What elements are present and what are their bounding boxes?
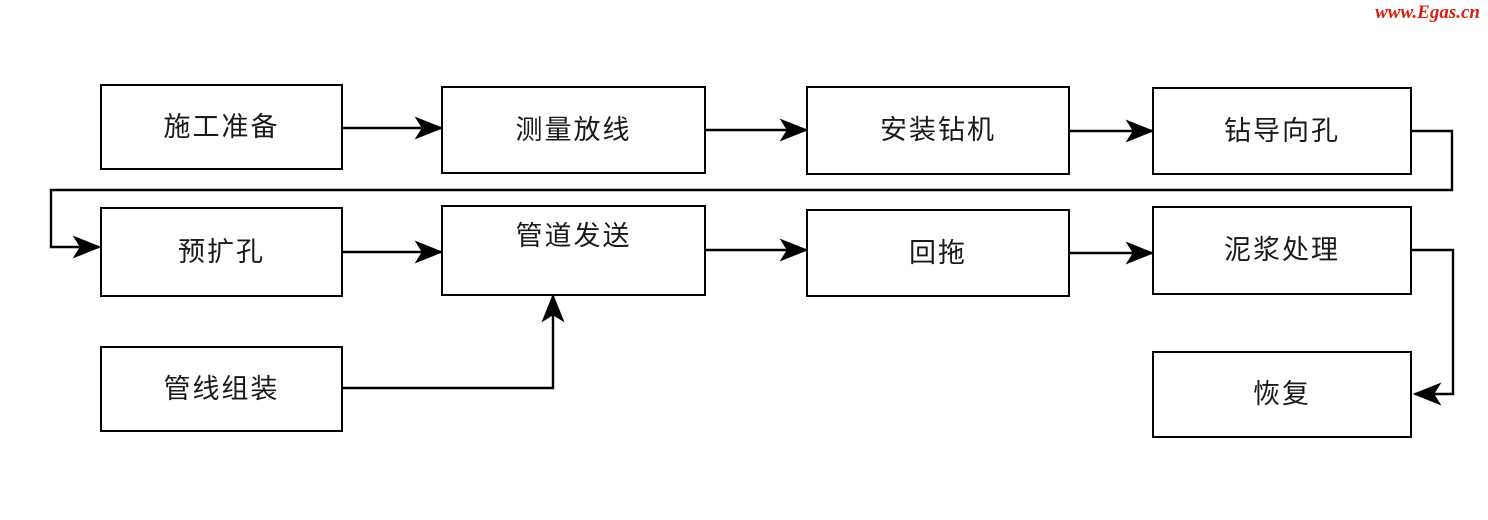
watermark-text: www.Egas.cn [1375,2,1480,23]
node-label-guandao-fasong: 管道发送 [515,221,632,251]
node-label-anzhuang-zuanji: 安装钻机 [880,115,996,145]
node-nijiang-chuli[interactable]: 泥浆处理 [1152,206,1412,295]
node-label-yu-kuo-kong: 预扩孔 [178,236,265,267]
node-label-hui-fu: 恢复 [1253,379,1311,409]
node-hui-fu[interactable]: 恢复 [1152,351,1412,438]
node-hui-tuo[interactable]: 回拖 [806,209,1070,297]
node-zuan-daoxiang-kong[interactable]: 钻导向孔 [1152,87,1412,175]
node-label-guanxian-zuzhuang: 管线组装 [163,373,280,404]
node-guanxian-zuzhuang[interactable]: 管线组装 [100,346,343,432]
edge-nijiangchuli-to-huifu [1412,248,1455,406]
node-label-shigong-zhunbei: 施工准备 [163,111,280,142]
node-guandao-fasong[interactable]: 管道发送 [441,205,706,296]
node-celiang-fangxian[interactable]: 测量放线 [441,86,706,174]
node-yu-kuo-kong[interactable]: 预扩孔 [100,207,343,297]
node-shigong-zhunbei[interactable]: 施工准备 [100,84,343,170]
node-label-nijiang-chuli: 泥浆处理 [1224,235,1340,265]
edge-guanxianzuzhuang-to-guandaofasong [343,293,565,390]
node-label-hui-tuo: 回拖 [909,237,967,268]
node-anzhuang-zuanji[interactable]: 安装钻机 [806,86,1070,175]
node-label-celiang-fangxian: 测量放线 [515,114,632,145]
node-label-zuan-daoxiang-kong: 钻导向孔 [1224,115,1340,146]
